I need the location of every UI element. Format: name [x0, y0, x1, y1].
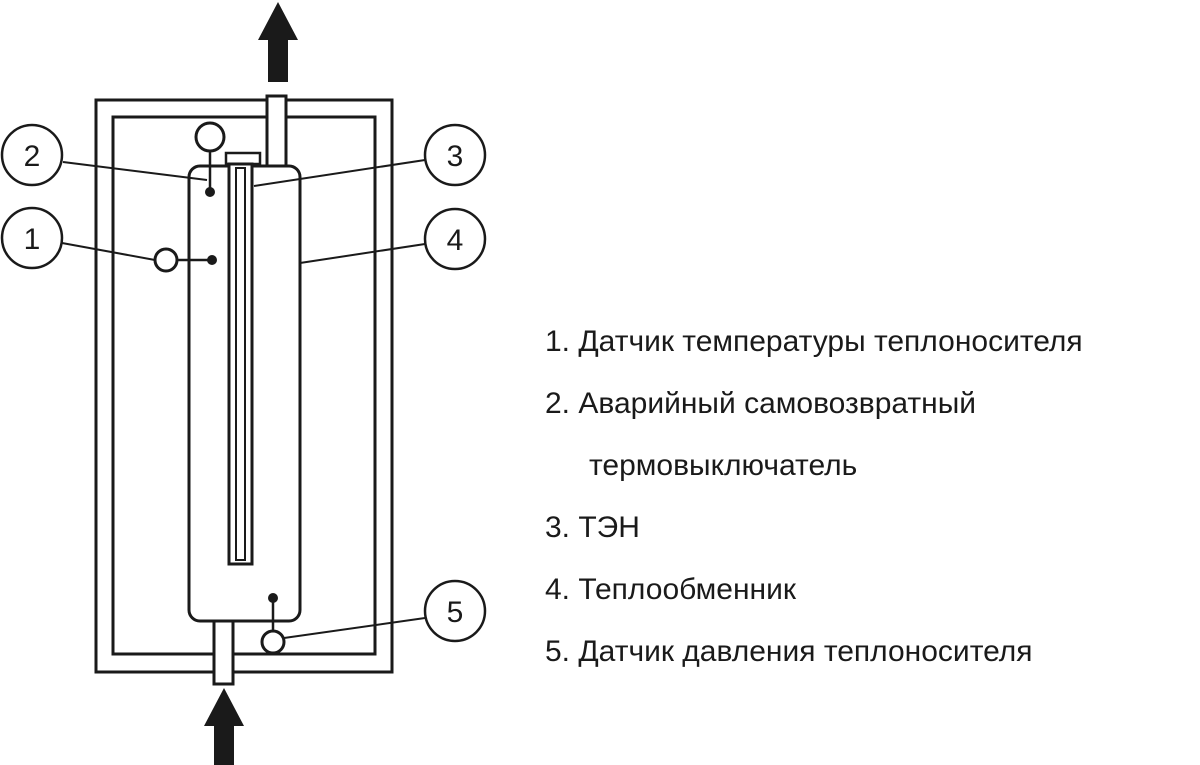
leader-line-1: [61, 242, 156, 261]
callout-2: 2: [0, 123, 64, 187]
callout-2-number: 2: [24, 140, 41, 173]
outer-housing: [94, 98, 394, 674]
callout-3: 3: [423, 123, 487, 187]
pressure-sensor: [260, 629, 286, 655]
callout-1: 1: [0, 206, 64, 270]
callout-4: 4: [423, 207, 487, 271]
temperature-sensor-dot: [207, 255, 217, 265]
heater-element-cap: [224, 151, 262, 166]
callout-4-number: 4: [447, 224, 464, 257]
legend-item-4: 4. Теплообменник: [545, 573, 796, 606]
leader-line-5: [283, 617, 426, 639]
inner-housing: [111, 115, 377, 656]
legend-item-1: 1. Датчик температуры теплоносителя: [545, 325, 1083, 358]
legend: 1. Датчик температуры теплоносителя 2. А…: [545, 316, 1195, 688]
outlet-arrow-up: [258, 2, 298, 82]
callout-5-number: 5: [447, 596, 464, 629]
leader-line-2: [62, 161, 208, 181]
inlet-arrow-up: [204, 688, 244, 765]
legend-item-2: 2. Аварийный самовозвратный: [545, 387, 977, 420]
callout-3-number: 3: [447, 140, 464, 173]
leader-line-3: [253, 159, 426, 187]
leader-line-4: [299, 243, 426, 264]
callout-1-number: 1: [24, 223, 41, 256]
thermal-switch-dot: [205, 187, 215, 197]
pressure-sensor-dot: [268, 593, 278, 603]
callout-5: 5: [423, 579, 487, 643]
legend-item-5: 5. Датчик давления теплоносителя: [545, 635, 1033, 668]
heater-element-core: [235, 167, 246, 561]
temperature-sensor: [153, 247, 179, 273]
thermal-switch-sensor: [194, 121, 226, 153]
legend-item-2-continuation: термовыключатель: [589, 449, 858, 482]
legend-item-3: 3. ТЭН: [545, 511, 640, 544]
outlet-pipe: [265, 94, 288, 170]
inlet-pipe: [212, 616, 235, 686]
